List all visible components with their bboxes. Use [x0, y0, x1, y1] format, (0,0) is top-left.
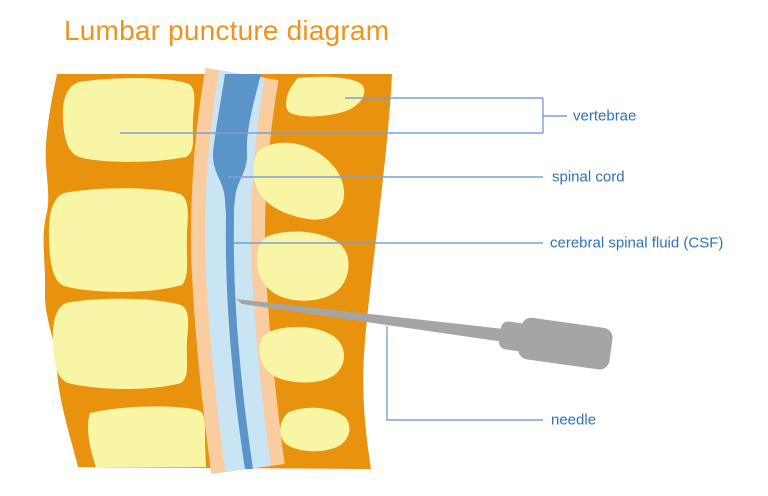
- spinous-process-1: [285, 76, 365, 117]
- needle-handle: [518, 317, 613, 370]
- spinous-process-4: [259, 326, 345, 383]
- needle-shaft: [236, 299, 504, 342]
- vertebral-body-3: [52, 298, 189, 390]
- label-needle: needle: [551, 411, 597, 429]
- vertebral-body-4: [87, 406, 206, 467]
- spinous-process-3: [256, 231, 349, 301]
- leader-line-needle: [386, 326, 543, 421]
- label-vertebrae: vertebrae: [573, 107, 637, 125]
- spinal-cord-shape: [212, 74, 261, 469]
- label-spinal-cord: spinal cord: [552, 168, 625, 186]
- label-cerebral-spinal-fluid: cerebral spinal fluid (CSF): [550, 234, 724, 252]
- vertebral-body-2: [48, 188, 188, 292]
- spinous-process-5: [280, 407, 350, 452]
- page-title: Lumbar puncture diagram: [64, 15, 390, 46]
- vertebral-body-1: [62, 78, 195, 162]
- spinous-process-2: [253, 142, 345, 220]
